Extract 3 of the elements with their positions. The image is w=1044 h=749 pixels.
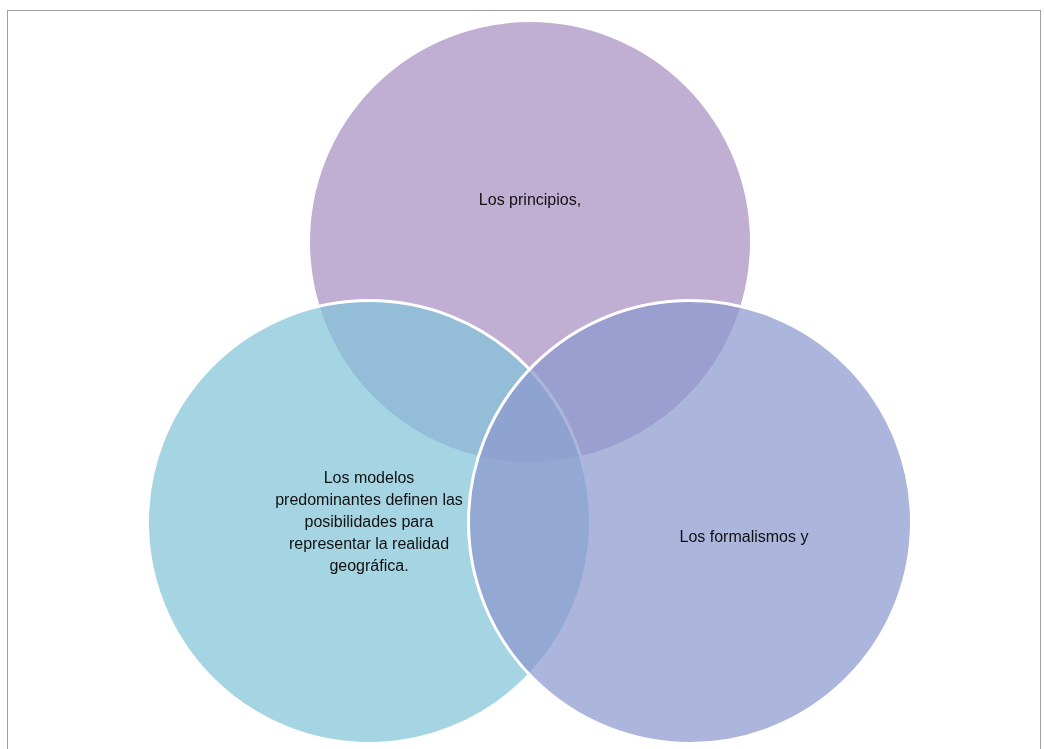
circle-label: Los principios,: [477, 190, 583, 210]
circle-label: Los formalismos y: [678, 527, 810, 547]
circle-label: Los modelos predominantes definen las posibilidades para representar la realidad geográfica.: [274, 468, 464, 576]
